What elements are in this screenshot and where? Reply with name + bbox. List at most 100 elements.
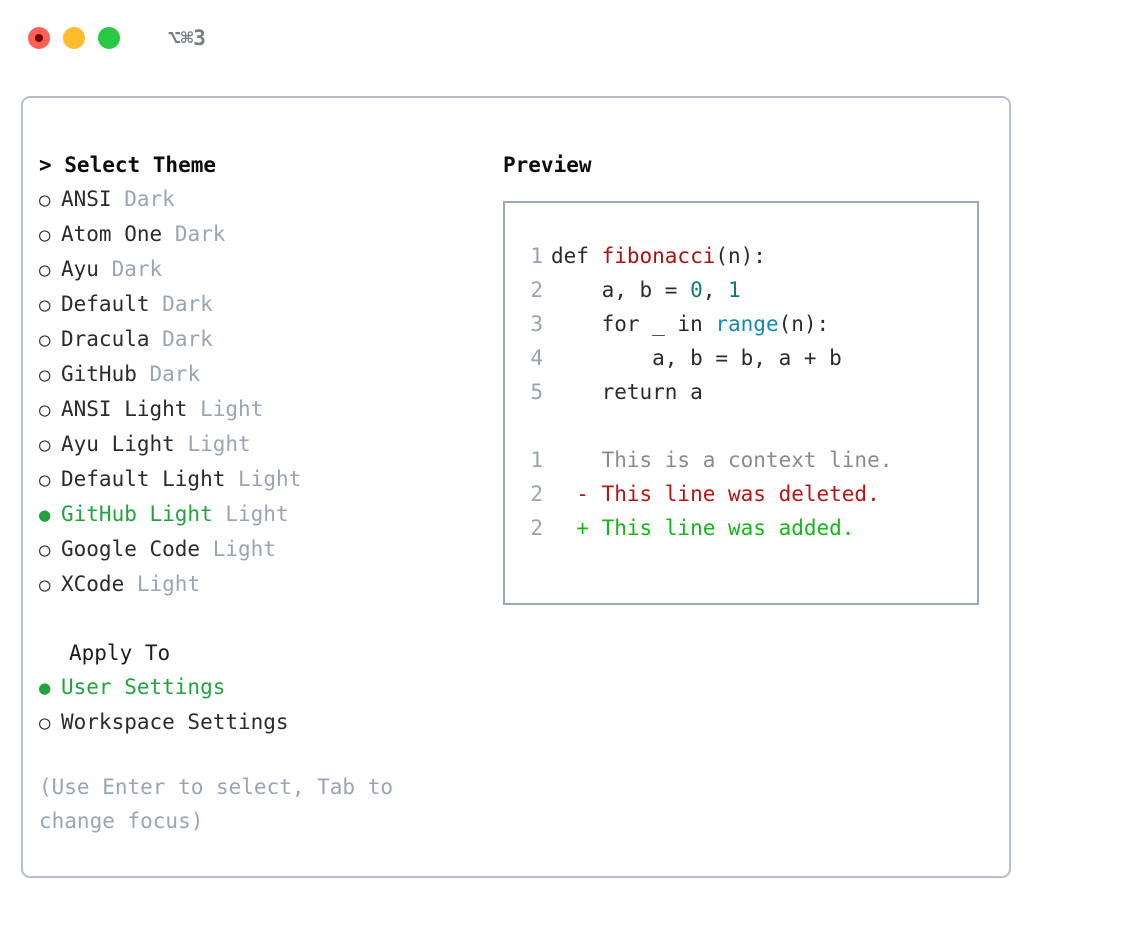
theme-selector-panel: > Select Theme ○ANSI Dark○Atom One Dark○… [21,96,1011,878]
code-line: 4 a, b = b, a + b [505,341,977,375]
diff-line-text: - This line was deleted. [551,482,880,506]
label-separator [150,327,163,351]
line-number: 4 [530,346,543,370]
apply-to-option[interactable]: ○Workspace Settings [39,705,489,740]
diff-line: 1 This is a context line. [505,443,977,477]
radio-unselected-icon[interactable]: ○ [39,469,51,491]
keyboard-hint: (Use Enter to select, Tab to change focu… [39,775,406,833]
theme-option[interactable]: ○Default Dark [39,287,489,322]
radio-unselected-icon[interactable]: ○ [39,574,51,596]
radio-unselected-icon[interactable]: ○ [39,434,51,456]
list-spacer [39,602,489,636]
label-separator [200,537,213,561]
apply-to-header: Apply To [69,641,171,665]
radio-unselected-icon[interactable]: ○ [39,294,51,316]
code-line-text: a, b = 0, 1 [551,273,741,307]
theme-option-label: Default Light [61,467,226,491]
code-gap [505,409,977,443]
theme-option[interactable]: ○Ayu Dark [39,252,489,287]
close-button[interactable] [28,27,50,49]
code-token: (n): [715,244,766,268]
radio-selected-icon[interactable]: ● [39,504,51,526]
line-number: 2 [530,516,543,540]
code-line-text: def fibonacci(n): [551,239,766,273]
diff-sample: 1 This is a context line.2 - This line w… [505,443,977,545]
code-token: fibonacci [601,244,716,268]
theme-list[interactable]: ○ANSI Dark○Atom One Dark○Ayu Dark○Defaul… [39,182,489,602]
theme-option-variant: Dark [149,362,201,386]
apply-to-option[interactable]: ● User Settings [39,670,489,705]
theme-option[interactable]: ○ Dracula Dark [39,322,489,357]
code-token: 0 [690,278,703,302]
label-separator [137,362,150,386]
code-token: , [702,278,729,302]
theme-option-variant: Light [212,537,276,561]
diff-line-text: + This line was added. [551,516,855,540]
theme-option-label: GitHub Light [61,502,213,526]
diff-line: 2 + This line was added. [505,511,977,545]
theme-option-variant: Light [200,397,264,421]
theme-option-variant: Dark [111,257,163,281]
apply-to-list[interactable]: ● User Settings ○Workspace Settings [39,670,489,740]
line-number: 3 [530,312,543,336]
label-separator [225,467,238,491]
radio-unselected-icon[interactable]: ○ [39,539,51,561]
code-line: 5 return a [505,375,977,409]
keyboard-shortcut-label: ⌥⌘3 [168,26,206,50]
window-controls [28,27,120,49]
code-line: 3 for _ in range(n): [505,307,977,341]
apply-to-option-label: User Settings [61,675,226,699]
label-separator [112,187,125,211]
radio-unselected-icon[interactable]: ○ [39,364,51,386]
maximize-button[interactable] [98,27,120,49]
select-theme-header: > Select Theme [39,153,217,177]
radio-unselected-icon[interactable]: ○ [39,329,51,351]
radio-unselected-icon[interactable]: ○ [39,259,51,281]
theme-option[interactable]: ●GitHub Light Light [39,497,489,532]
code-token: (n): [778,312,830,336]
theme-option[interactable]: ○Atom One Dark [39,217,489,252]
radio-unselected-icon[interactable]: ○ [39,712,51,734]
theme-option[interactable]: ○ Google Code Light [39,532,489,567]
theme-option[interactable]: ○XCode Light [39,567,489,602]
theme-option[interactable]: ○ANSI Dark [39,182,489,217]
line-number: 1 [530,244,543,268]
code-token: range [715,312,779,336]
radio-unselected-icon[interactable]: ○ [39,399,51,421]
theme-option-label: ANSI Light [61,397,188,421]
theme-option-label: ANSI [61,187,112,211]
label-separator [162,222,175,246]
radio-unselected-icon[interactable]: ○ [39,189,51,211]
radio-selected-icon[interactable]: ● [39,677,51,699]
theme-option[interactable]: ○ ANSI Light Light [39,392,489,427]
diff-line: 2 - This line was deleted. [505,477,977,511]
radio-unselected-icon[interactable]: ○ [39,224,51,246]
preview-title: Preview [503,153,592,177]
window-titlebar: ⌥⌘3 [0,0,1140,76]
line-number: 1 [530,448,543,472]
minimize-button[interactable] [63,27,85,49]
code-line: 2 a, b = 0, 1 [505,273,977,307]
theme-option-label: Atom One [61,222,163,246]
label-separator [150,292,163,316]
line-number: 2 [530,278,543,302]
theme-option-label: Google Code [61,537,201,561]
theme-option-variant: Light [136,572,201,596]
code-line-text: for _ in range(n): [551,307,830,341]
theme-option-variant: Dark [162,327,213,351]
code-line-text: a, b = b, a + b [551,341,842,375]
code-line: 1 def fibonacci(n): [505,239,977,273]
theme-option-label: Ayu Light [61,432,175,456]
label-separator [187,397,200,421]
theme-option-variant: Light [187,432,251,456]
theme-option[interactable]: ○ Ayu Light Light [39,427,489,462]
theme-option-label: Dracula [61,327,150,351]
line-number: 2 [530,482,543,506]
label-separator [99,257,112,281]
theme-option-label: Default [61,292,150,316]
code-token: def [551,244,602,268]
theme-option[interactable]: ○GitHub Dark [39,357,489,392]
theme-option[interactable]: ○Default Light Light [39,462,489,497]
